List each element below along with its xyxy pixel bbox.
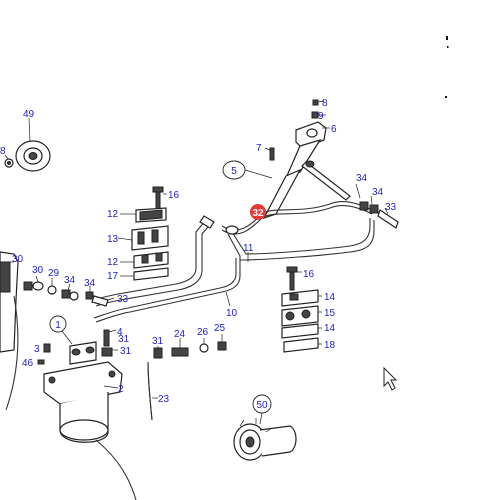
part-34-nut-left[interactable] xyxy=(61,283,79,301)
part-9-bolt[interactable] xyxy=(311,111,326,119)
label-11: 11 xyxy=(243,243,254,254)
part-24-union[interactable] xyxy=(171,338,189,357)
label-31-pump: 31 xyxy=(120,346,132,357)
label-4: 4 xyxy=(117,327,123,338)
label-14-bottom: 14 xyxy=(324,323,336,334)
part-31-fitting-hose[interactable] xyxy=(153,346,163,359)
part-2-fuel-pump[interactable] xyxy=(43,341,137,500)
part-1-pump-assembly-marker[interactable] xyxy=(49,315,73,345)
label-14-top: 14 xyxy=(324,292,336,303)
label-33-left: 33 xyxy=(117,294,129,305)
part-3-bolt[interactable] xyxy=(43,343,51,353)
part-29-washer[interactable] xyxy=(47,278,57,295)
label-24: 24 xyxy=(174,329,186,340)
part-14-clamp-bottom[interactable] xyxy=(281,323,322,339)
label-12-upper: 12 xyxy=(107,209,119,220)
part-33-union-left[interactable] xyxy=(91,295,115,307)
label-5: 5 xyxy=(231,166,237,177)
part-12-clamp-lower[interactable] xyxy=(120,251,169,269)
label-34-left: 34 xyxy=(64,275,76,286)
label-49: 49 xyxy=(23,109,35,120)
label-10: 10 xyxy=(226,308,238,319)
part-34-nut-right[interactable] xyxy=(355,183,379,214)
label-34-top: 34 xyxy=(356,173,368,184)
part-14-clamp-top[interactable] xyxy=(281,289,322,307)
left-housing[interactable] xyxy=(0,251,19,411)
label-46: 46 xyxy=(22,358,34,369)
part-17-plate[interactable] xyxy=(120,267,169,281)
part-4-fitting[interactable] xyxy=(103,329,117,347)
part-8-bolt-top[interactable] xyxy=(312,99,325,106)
label-3: 3 xyxy=(34,344,40,355)
label-34-mid: 34 xyxy=(84,278,96,289)
scan-specks xyxy=(445,36,449,98)
label-5-circle[interactable]: 5 xyxy=(222,160,246,180)
label-29: 29 xyxy=(48,268,60,279)
part-16-bolt-right[interactable] xyxy=(286,266,302,291)
part-26-washer[interactable] xyxy=(199,338,209,353)
label-13: 13 xyxy=(107,234,119,245)
label-30-left: 30 xyxy=(12,254,24,265)
part-23-hose[interactable] xyxy=(147,361,158,421)
label-1: 1 xyxy=(55,320,61,331)
label-7: 7 xyxy=(256,143,262,154)
mouse-cursor-icon xyxy=(383,366,398,391)
part-6-bracket[interactable] xyxy=(284,121,330,180)
part-46-screw[interactable] xyxy=(37,359,45,365)
label-50: 50 xyxy=(256,400,268,411)
part-12-clamp-upper[interactable] xyxy=(120,207,167,223)
label-26: 26 xyxy=(197,327,209,338)
label-32-highlight[interactable]: 32 xyxy=(250,204,266,220)
label-31-hose: 31 xyxy=(152,336,164,347)
label-8-left: 8 xyxy=(0,146,6,157)
part-16-bolt-upper[interactable] xyxy=(152,186,167,211)
label-23: 23 xyxy=(158,394,170,405)
part-8-washer-left[interactable] xyxy=(4,154,14,168)
pipe-10[interactable] xyxy=(93,258,241,323)
label-16-upper: 16 xyxy=(168,190,180,201)
part-50-gear-pump[interactable] xyxy=(233,394,297,461)
pipe-connector-32[interactable] xyxy=(199,215,239,235)
label-6: 6 xyxy=(331,124,337,135)
part-49-cap[interactable] xyxy=(15,117,51,172)
label-15: 15 xyxy=(324,308,336,319)
label-12-lower: 12 xyxy=(107,257,119,268)
label-17: 17 xyxy=(107,271,119,282)
label-30: 30 xyxy=(32,265,44,276)
label-16-right: 16 xyxy=(303,269,315,280)
part-31-banjo-pump[interactable] xyxy=(101,347,118,357)
part-25-nut[interactable] xyxy=(217,334,227,351)
label-34-right: 34 xyxy=(372,187,384,198)
label-32: 32 xyxy=(252,208,264,219)
part-30-banjo[interactable] xyxy=(23,275,44,291)
label-8-top: 8 xyxy=(322,98,328,109)
label-9: 9 xyxy=(318,111,324,122)
part-7-screw[interactable] xyxy=(264,147,275,161)
pipe-top-right[interactable] xyxy=(221,201,373,235)
part-5-strut[interactable] xyxy=(244,160,351,220)
part-18-plate[interactable] xyxy=(283,337,322,353)
part-34-nut-mid[interactable] xyxy=(85,286,94,300)
label-2: 2 xyxy=(118,384,124,395)
label-33-right: 33 xyxy=(385,202,397,213)
part-13-clamp-block[interactable] xyxy=(117,225,169,251)
label-18: 18 xyxy=(324,340,336,351)
label-25: 25 xyxy=(214,323,226,334)
part-15-clamp-block[interactable] xyxy=(281,305,322,327)
part-33-union-right[interactable] xyxy=(377,207,399,229)
label-31-upper: 31 xyxy=(118,334,130,345)
